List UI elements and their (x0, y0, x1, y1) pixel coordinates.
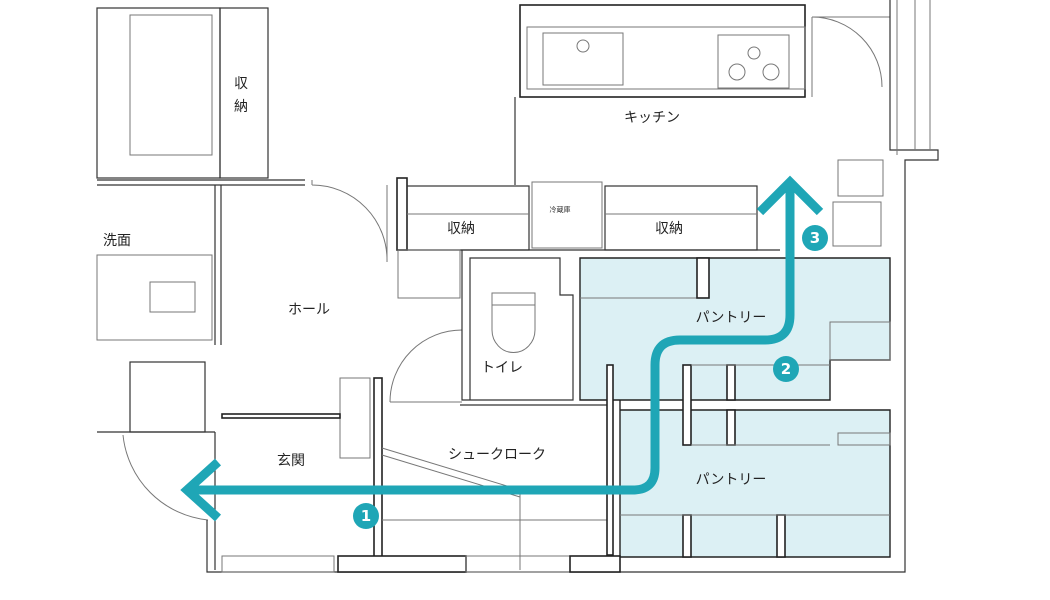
outer-walls (206, 0, 939, 573)
room-label-pantry: パントリー (696, 472, 767, 488)
marker-number: 3 (810, 229, 820, 247)
route-marker-2: 2 (773, 356, 799, 382)
route-arrow (180, 175, 824, 522)
room-label-pantry: パントリー (696, 310, 767, 326)
room-label-entrance: 玄関 (277, 452, 305, 469)
pantry-area (579, 257, 891, 558)
room-label-storage: 収納 (447, 221, 475, 237)
room-label-toilet: トイレ (481, 360, 523, 376)
room-label-washroom: 洗面 (103, 233, 131, 249)
room-label-kitchen: キッチン (624, 110, 680, 126)
room-label-hall: ホール (288, 302, 330, 318)
room-label-storage: 納 (234, 99, 248, 115)
marker-number: 2 (781, 360, 791, 378)
room-label-shoe-closet: シュークローク (448, 447, 546, 463)
room-label-storage: 収納 (655, 221, 683, 237)
room-label-storage: 収 (234, 76, 248, 92)
kitchen-counter (514, 4, 890, 247)
route-marker-3: 3 (802, 225, 828, 251)
walls-washroom (96, 185, 222, 433)
doors (122, 180, 463, 521)
marker-number: 1 (361, 507, 371, 525)
route-marker-1: 1 (353, 503, 379, 529)
walls-center (221, 177, 780, 571)
walls-top-left (96, 7, 305, 186)
pantry-shelves (580, 257, 891, 558)
label-refrigerator: 冷蔵庫 (550, 205, 571, 214)
